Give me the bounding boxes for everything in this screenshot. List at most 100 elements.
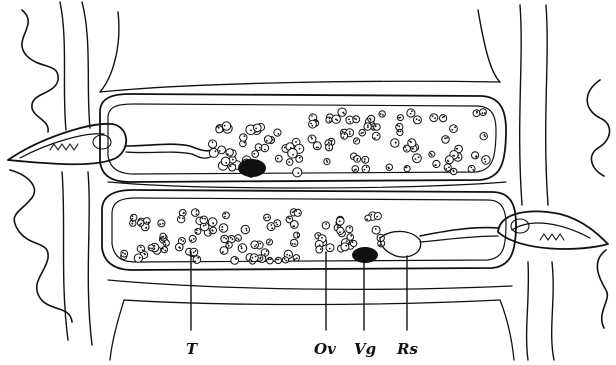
follicle-dot bbox=[265, 217, 267, 219]
follicle-dot bbox=[267, 216, 269, 218]
follicle bbox=[346, 226, 353, 233]
follicle-dot bbox=[484, 112, 486, 114]
follicle bbox=[200, 216, 208, 224]
follicle bbox=[316, 246, 323, 253]
follicle-dot bbox=[254, 246, 256, 248]
follicle-dot bbox=[337, 120, 339, 122]
follicle-dot bbox=[442, 117, 444, 119]
label-rs: Rs bbox=[396, 340, 418, 358]
follicle-dot bbox=[193, 238, 195, 240]
follicle bbox=[408, 139, 416, 147]
follicle-dot bbox=[145, 221, 147, 223]
follicle-dot bbox=[349, 227, 351, 229]
follicle-dot bbox=[122, 252, 124, 254]
follicle-dot bbox=[288, 161, 290, 163]
follicle-dot bbox=[448, 166, 450, 168]
follicle-dot bbox=[295, 141, 297, 143]
follicle bbox=[404, 166, 410, 172]
follicle bbox=[391, 139, 399, 147]
follicle-dot bbox=[294, 243, 296, 245]
follicle bbox=[362, 165, 370, 173]
follicle-dot bbox=[142, 249, 144, 251]
follicle-dot bbox=[240, 246, 242, 248]
follicle bbox=[178, 216, 185, 223]
follicle bbox=[450, 125, 458, 133]
follicle-dot bbox=[485, 161, 487, 163]
follicle-dot bbox=[285, 260, 287, 262]
follicle bbox=[430, 114, 438, 122]
follicle bbox=[193, 256, 201, 264]
follicle-dot bbox=[310, 136, 312, 138]
follicle-dot bbox=[376, 216, 378, 218]
follicle-dot bbox=[196, 213, 198, 215]
follicle-dot bbox=[255, 127, 257, 129]
follicle bbox=[137, 245, 144, 252]
follicle-dot bbox=[345, 245, 347, 247]
follicle-dot bbox=[311, 125, 313, 127]
follicle bbox=[294, 209, 301, 216]
follicle bbox=[192, 209, 200, 217]
follicle-dot bbox=[264, 253, 266, 255]
follicle bbox=[472, 152, 479, 159]
follicle-dot bbox=[164, 250, 166, 252]
follicle-dot bbox=[321, 237, 323, 239]
follicle-dot bbox=[349, 121, 351, 123]
follicle bbox=[235, 235, 242, 242]
follicle-dot bbox=[350, 235, 352, 237]
follicle-dot bbox=[238, 238, 240, 240]
receptaculum-sac bbox=[380, 231, 421, 257]
follicle bbox=[267, 239, 273, 245]
follicle-dot bbox=[162, 248, 164, 250]
follicle-dot bbox=[388, 167, 390, 169]
follicle-dot bbox=[255, 244, 257, 246]
follicle-dot bbox=[329, 118, 331, 120]
follicle-dot bbox=[230, 237, 232, 239]
follicle-dot bbox=[370, 119, 372, 121]
follicle-dot bbox=[375, 228, 377, 230]
follicle-dot bbox=[456, 148, 458, 150]
follicle-dot bbox=[400, 131, 402, 133]
follicle-dot bbox=[434, 118, 436, 120]
follicle-dot bbox=[212, 141, 214, 143]
follicle bbox=[264, 136, 272, 144]
follicle bbox=[121, 250, 128, 257]
follicle-dot bbox=[162, 223, 164, 225]
follicle-dot bbox=[232, 238, 234, 240]
follicle-dot bbox=[196, 229, 198, 231]
follicle-dot bbox=[182, 218, 184, 220]
follicle bbox=[222, 122, 230, 130]
follicle-dot bbox=[405, 146, 407, 148]
follicle-dot bbox=[446, 137, 448, 139]
follicle bbox=[290, 221, 298, 229]
follicle-dot bbox=[342, 131, 344, 133]
follicle-dot bbox=[380, 113, 382, 115]
follicle bbox=[208, 218, 217, 227]
follicle bbox=[365, 215, 371, 221]
follicle bbox=[275, 155, 282, 162]
follicle-dot bbox=[458, 157, 460, 159]
follicle-dot bbox=[286, 254, 288, 256]
follicle-dot bbox=[349, 131, 351, 133]
follicle-dot bbox=[159, 223, 161, 225]
follicle-dot bbox=[453, 155, 455, 157]
follicle-dot bbox=[406, 149, 408, 151]
follicle-dot bbox=[252, 257, 254, 259]
follicle-dot bbox=[329, 148, 331, 150]
follicle bbox=[442, 136, 450, 144]
follicle-dot bbox=[348, 119, 350, 121]
follicle-dot bbox=[299, 157, 301, 159]
follicle-dot bbox=[266, 250, 268, 252]
follicle-dot bbox=[241, 247, 243, 249]
follicle-dot bbox=[236, 237, 238, 239]
follicle-dot bbox=[405, 167, 407, 169]
follicle bbox=[374, 124, 381, 131]
follicle-dot bbox=[269, 240, 271, 242]
follicle bbox=[240, 134, 247, 141]
follicle-dot bbox=[411, 110, 413, 112]
follicle-dot bbox=[148, 222, 150, 224]
follicle bbox=[413, 116, 421, 124]
follicle bbox=[326, 144, 333, 151]
follicle-dot bbox=[342, 137, 344, 139]
follicle bbox=[275, 257, 281, 263]
follicle-dot bbox=[320, 248, 322, 250]
